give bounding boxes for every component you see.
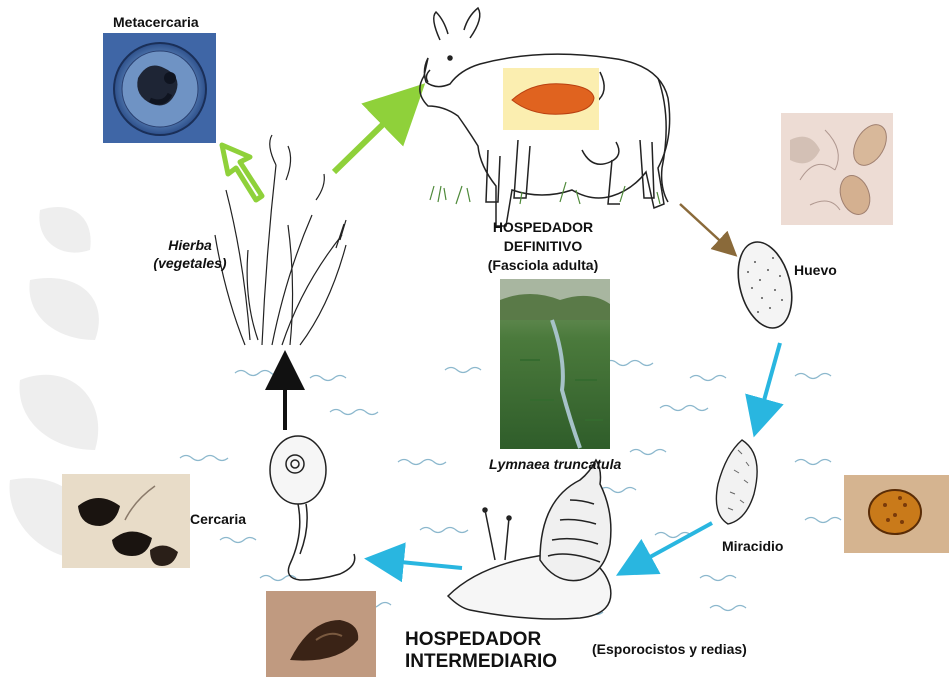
label-huevo: Huevo xyxy=(794,262,837,278)
pasture-grass xyxy=(430,182,660,204)
fasciola-adult-photo xyxy=(503,68,599,130)
label-hierba-line1: Hierba xyxy=(148,236,232,254)
pond-habitat-photo xyxy=(500,279,610,449)
label-hierba-line2: (vegetales) xyxy=(148,254,232,272)
label-miracidio: Miracidio xyxy=(722,538,783,554)
egg-microscopy-photo xyxy=(781,113,893,225)
label-host-int-line2: INTERMEDIARIO xyxy=(405,651,557,673)
miracidium-drawing-icon xyxy=(716,440,757,524)
blue-arrow-egg-to-miracidium xyxy=(758,343,780,422)
green-arrow-to-cow xyxy=(334,100,408,172)
snail-photo xyxy=(266,591,376,677)
cercaria-photo xyxy=(62,474,190,568)
label-host-def-line2: DEFINITIVO xyxy=(468,237,618,256)
green-arrow-grass-to-metacercaria xyxy=(222,145,262,200)
label-host-int-line1: HOSPEDADOR xyxy=(405,629,557,651)
label-lymnaea-truncatula: Lymnaea truncatula xyxy=(489,456,621,472)
label-hospedador-intermediario: HOSPEDADOR INTERMEDIARIO xyxy=(405,629,557,673)
snail-drawing-icon xyxy=(448,460,611,619)
label-host-def-line3: (Fasciola adulta) xyxy=(468,256,618,275)
cercaria-drawing-icon xyxy=(270,436,355,580)
egg-drawing-icon xyxy=(729,236,800,334)
label-host-def-line1: HOSPEDADOR xyxy=(468,218,618,237)
label-metacercaria: Metacercaria xyxy=(113,14,199,30)
blue-arrow-snail-to-cercaria xyxy=(380,560,462,568)
metacercaria-photo xyxy=(103,33,216,143)
miracidium-photo xyxy=(844,475,949,553)
blue-arrow-miracidium-to-snail xyxy=(630,523,712,568)
brown-arrow-cow-to-egg xyxy=(680,204,730,250)
label-cercaria: Cercaria xyxy=(190,511,246,527)
label-esporocistos-redias: (Esporocistos y redias) xyxy=(592,641,747,657)
label-hospedador-definitivo: HOSPEDADOR DEFINITIVO (Fasciola adulta) xyxy=(468,218,618,275)
label-hierba: Hierba (vegetales) xyxy=(148,236,232,272)
